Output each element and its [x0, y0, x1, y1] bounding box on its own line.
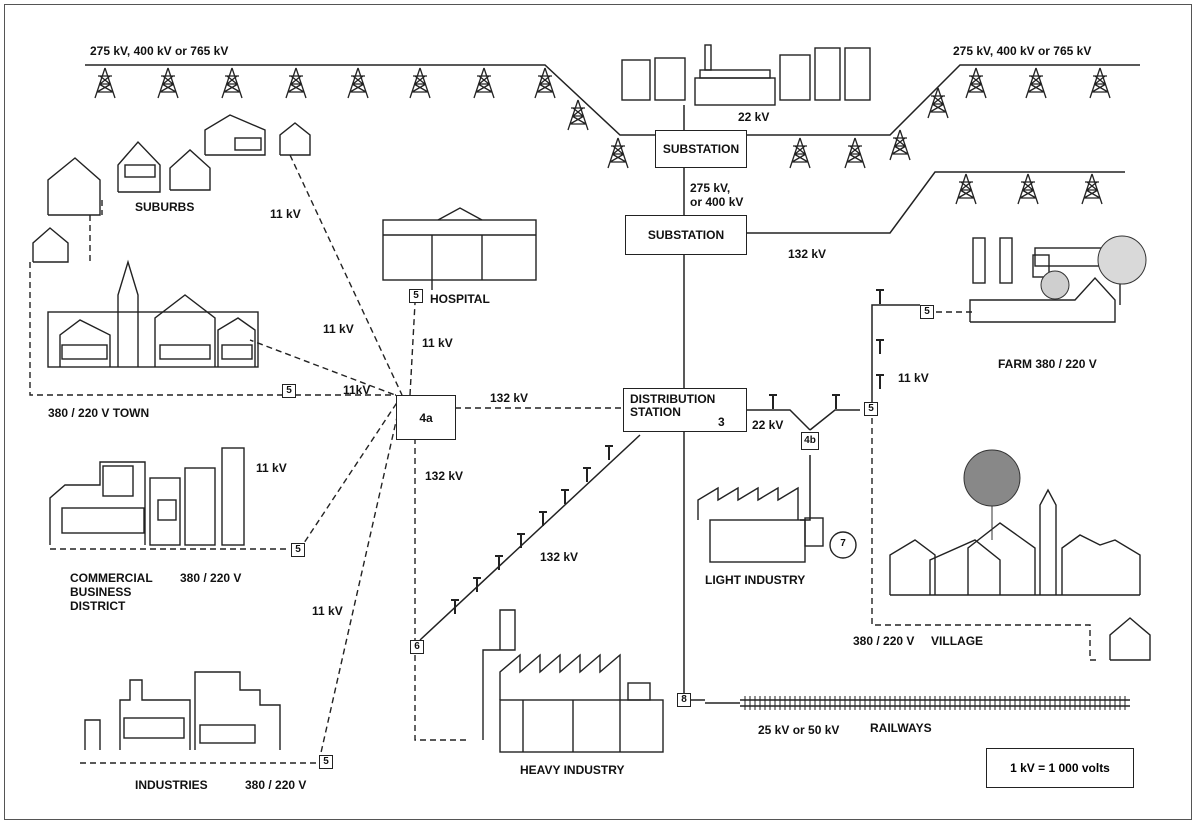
pylon-icon: [1017, 173, 1039, 205]
label-hv-right: 275 kV, 400 kV or 765 kV: [953, 44, 1092, 58]
pylon-icon: [965, 67, 987, 99]
label-132-down: 132 kV: [425, 469, 464, 483]
label-town-kv1: 11 kV: [323, 322, 354, 336]
pylon-icon: [409, 67, 431, 99]
pylon-icons: [94, 67, 1111, 205]
pylon-icon: [157, 67, 179, 99]
pylon-icon: [844, 137, 866, 169]
node-5-industries: 5: [319, 755, 333, 769]
label-cbd: COMMERCIAL BUSINESS DISTRICT: [70, 571, 153, 613]
label-village: 380 / 220 V VILLAGE: [853, 634, 984, 648]
node-5-village: 5: [864, 402, 878, 416]
pole-icon: [605, 445, 613, 460]
label-sub-between: 275 kV, or 400 kV: [690, 181, 744, 209]
node-5-cbd: 5: [291, 543, 305, 557]
label-suburbs: SUBURBS: [135, 200, 195, 214]
pole-icon: [451, 599, 459, 614]
pole-icon: [876, 289, 884, 304]
label-suburbs-kv: 11 kV: [270, 207, 301, 221]
pole-icon: [495, 555, 503, 570]
pylon-icon: [1025, 67, 1047, 99]
label-plant-kv: 22 kV: [738, 110, 770, 124]
label-railways: RAILWAYS: [870, 721, 932, 735]
label-town-kv2: 11kV: [343, 383, 371, 397]
pole-icons: [451, 289, 884, 614]
pylon-icon: [94, 67, 116, 99]
legend-key: 1 kV = 1 000 volts: [986, 748, 1134, 788]
pylon-icon: [473, 67, 495, 99]
node-4b: 4b: [801, 432, 819, 450]
node-8: 8: [677, 693, 691, 707]
pylon-icon: [889, 129, 911, 161]
pole-icon: [561, 489, 569, 504]
distribution-station-number: 3: [718, 415, 725, 429]
pylon-icon: [567, 99, 589, 131]
label-132-diag: 132 kV: [540, 550, 579, 564]
label-railways-kv: 25 kV or 50 kV: [758, 723, 840, 737]
label-heavy-industry: HEAVY INDUSTRY: [520, 763, 625, 777]
pole-icon: [539, 511, 547, 526]
pole-icon: [876, 374, 884, 389]
buildings: [32, 44, 1151, 753]
pole-icon: [769, 394, 777, 409]
node-4a: 4a: [396, 395, 456, 440]
label-hospital: HOSPITAL: [430, 292, 490, 306]
pylon-icon: [221, 67, 243, 99]
pylon-icon: [1081, 173, 1103, 205]
label-industries-v: 380 / 220 V: [245, 778, 307, 792]
substation-2: SUBSTATION: [625, 215, 747, 255]
pole-icon: [876, 339, 884, 354]
label-dist-132: 132 kV: [490, 391, 529, 405]
pole-icon: [473, 577, 481, 592]
label-farm: FARM 380 / 220 V: [998, 357, 1097, 371]
pylon-icon: [285, 67, 307, 99]
label-dist-22: 22 kV: [752, 418, 784, 432]
pylon-icon: [607, 137, 629, 169]
pole-icon: [583, 467, 591, 482]
node-5-farm: 5: [920, 305, 934, 319]
label-hv-left: 275 kV, 400 kV or 765 kV: [90, 44, 229, 58]
label-farm-kv: 11 kV: [898, 371, 929, 385]
distribution-station-label: DISTRIBUTION STATION: [630, 392, 716, 419]
label-hospital-kv: 11 kV: [422, 336, 453, 350]
diagram-frame: [4, 4, 1192, 820]
label-industries-kv: 11 kV: [312, 604, 343, 618]
pylon-icon: [534, 67, 556, 99]
label-industries: INDUSTRIES: [135, 778, 208, 792]
pylon-icon: [955, 173, 977, 205]
distribution-lines: [29, 154, 1100, 764]
label-132-right: 132 kV: [788, 247, 827, 261]
label-town: 380 / 220 V TOWN: [48, 406, 150, 420]
pylon-icon: [789, 137, 811, 169]
label-cbd-v: 380 / 220 V: [180, 571, 242, 585]
tree-icons: [963, 235, 1147, 540]
label-light-industry: LIGHT INDUSTRY: [705, 573, 806, 587]
distribution-station: DISTRIBUTION STATION 3: [623, 388, 747, 432]
pole-icon: [832, 394, 840, 409]
node-6: 6: [410, 640, 424, 654]
substation-1: SUBSTATION: [655, 130, 747, 168]
pylon-icon: [347, 67, 369, 99]
node-7: 7: [840, 538, 846, 549]
pylon-icon: [1089, 67, 1111, 99]
node-5-hospital: 5: [409, 289, 423, 303]
label-cbd-kv: 11 kV: [256, 461, 287, 475]
hv-transmission-lines: [85, 64, 1140, 704]
railway-track: [740, 696, 1130, 710]
pole-icon: [517, 533, 525, 548]
node-5-town: 5: [282, 384, 296, 398]
pylon-icon: [927, 87, 949, 119]
